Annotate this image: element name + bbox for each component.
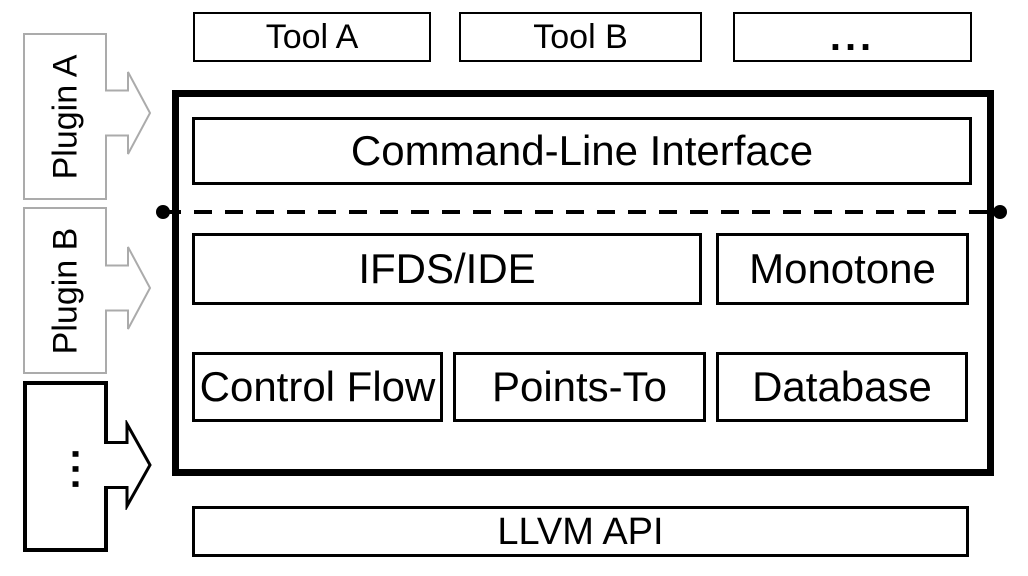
database-box: Database (716, 352, 968, 422)
plugin-b-label: Plugin B (46, 227, 85, 354)
plugins-ellipsis-arrow-icon (104, 420, 152, 510)
tools-ellipsis-label: ... (829, 15, 876, 59)
plugin-a-arrow-icon (105, 71, 152, 155)
plugin-a-label: Plugin A (46, 54, 85, 179)
monotone-box: Monotone (716, 233, 969, 305)
cli-label: Command-Line Interface (350, 127, 814, 174)
tools-ellipsis-box: ... (733, 12, 972, 62)
points-to-box: Points-To (453, 352, 706, 422)
tool-b-label: Tool B (533, 18, 628, 56)
monotone-label: Monotone (749, 245, 936, 292)
control-flow-label: Control Flow (199, 363, 436, 410)
ifds-ide-box: IFDS/IDE (192, 233, 702, 305)
plugin-a-box: Plugin A (23, 33, 107, 200)
llvm-api-label: LLVM API (497, 510, 664, 553)
plugins-ellipsis-box: ... (23, 381, 108, 552)
api-boundary-dashed-line (163, 210, 1000, 214)
boundary-dot-right-icon (993, 205, 1007, 219)
cli-box: Command-Line Interface (192, 117, 972, 185)
tool-a-box: Tool A (193, 12, 431, 62)
plugins-ellipsis-label: ... (43, 443, 88, 490)
plugin-b-arrow-icon (105, 246, 152, 330)
database-label: Database (752, 363, 932, 410)
tool-b-box: Tool B (459, 12, 702, 62)
plugin-b-box: Plugin B (23, 207, 107, 374)
ifds-ide-label: IFDS/IDE (358, 245, 536, 292)
boundary-dot-left-icon (156, 205, 170, 219)
control-flow-box: Control Flow (192, 352, 443, 422)
llvm-api-box: LLVM API (192, 506, 969, 557)
tool-a-label: Tool A (265, 18, 359, 56)
points-to-label: Points-To (491, 363, 668, 410)
